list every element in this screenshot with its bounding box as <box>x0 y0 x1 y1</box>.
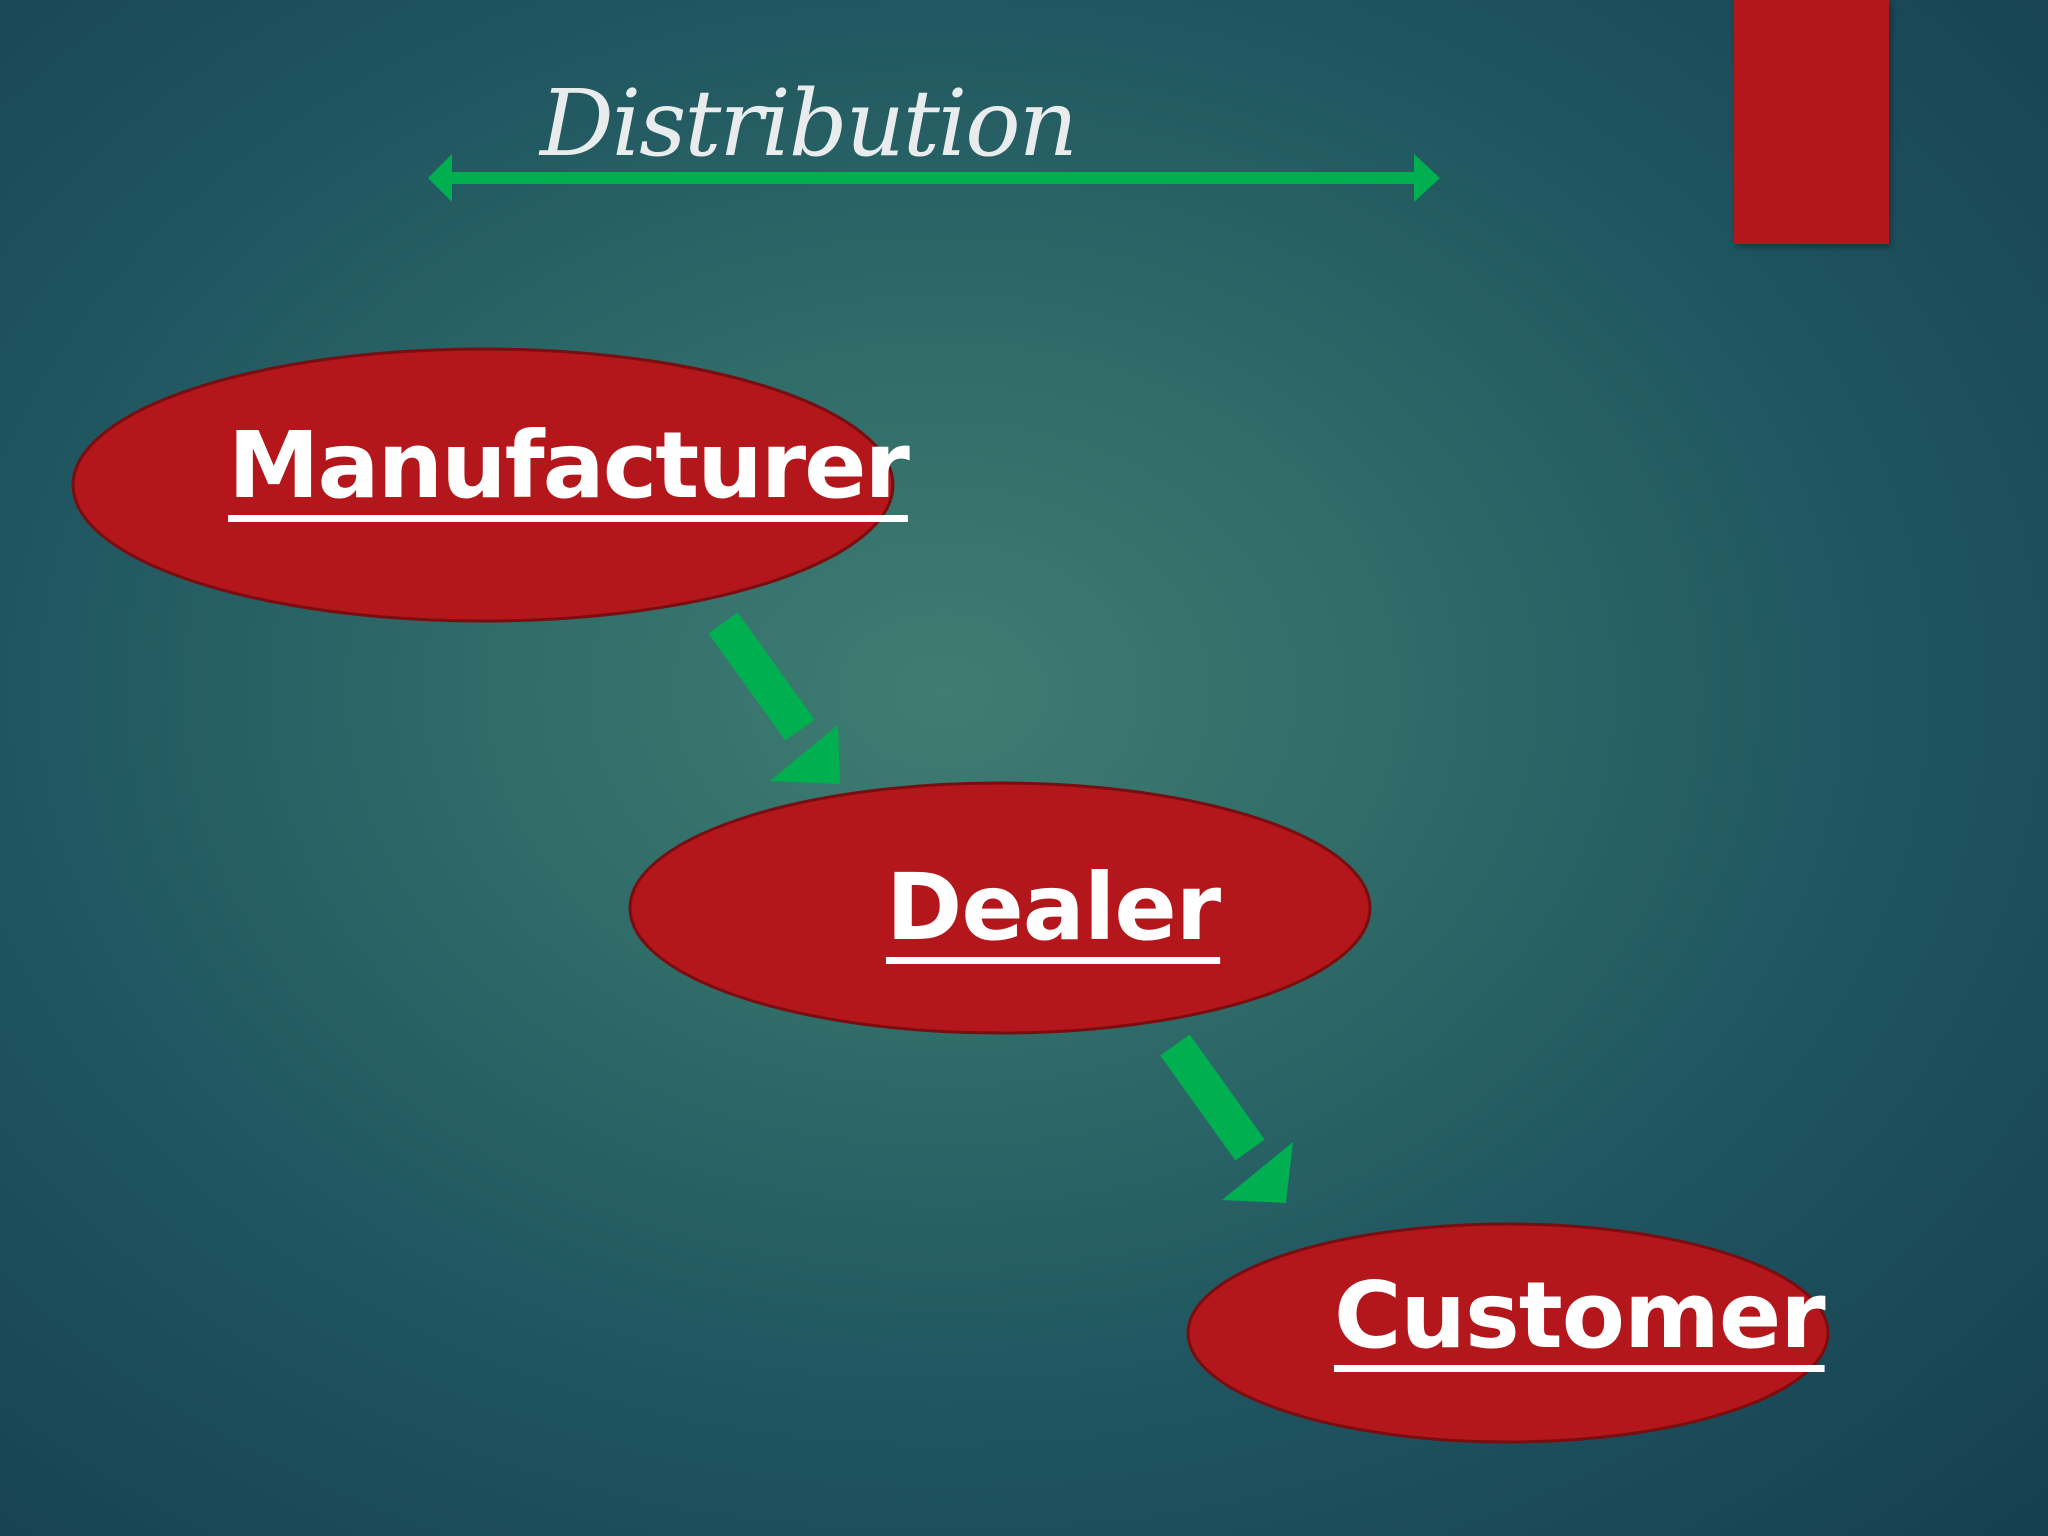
node-dealer <box>628 781 1372 1035</box>
distribution-arrow-left-head <box>428 154 452 202</box>
distribution-double-arrow <box>428 154 1440 202</box>
arrow-shaft <box>708 612 815 741</box>
node-label-dealer: Dealer <box>886 854 1221 961</box>
arrow-head <box>1222 1142 1293 1203</box>
node-label-customer: Customer <box>1334 1262 1826 1369</box>
node-customer <box>1186 1222 1830 1444</box>
arrow-dealer-to-customer <box>1160 1034 1293 1203</box>
node-label-manufacturer: Manufacturer <box>228 412 910 519</box>
arrow-head-fill <box>770 725 840 784</box>
node-manufacturer <box>71 347 895 623</box>
corner-accent-tab <box>1734 0 1889 244</box>
arrow-shaft <box>1160 1034 1265 1161</box>
distribution-arrow-right-head <box>1414 154 1440 202</box>
arrow-manufacturer-to-dealer <box>708 612 840 784</box>
slide-title: Distribution <box>540 70 1078 177</box>
